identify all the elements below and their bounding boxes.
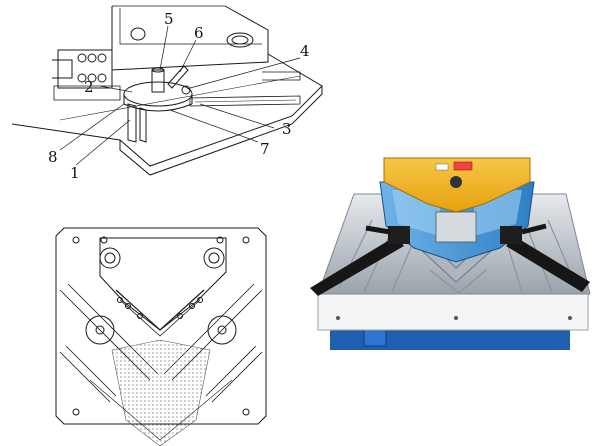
callout-3: 3 bbox=[282, 120, 292, 138]
leader-3 bbox=[199, 103, 275, 129]
callout-5: 5 bbox=[164, 10, 174, 28]
clamp-handle-left bbox=[310, 225, 410, 296]
leader-1 bbox=[75, 119, 131, 166]
leader-2 bbox=[99, 85, 133, 93]
head-body bbox=[99, 237, 227, 331]
table-outline bbox=[55, 227, 267, 425]
leader-4 bbox=[189, 57, 301, 89]
upper-frame bbox=[111, 5, 269, 71]
lifting-eye bbox=[130, 27, 146, 41]
callout-labels: 1 2 3 4 5 6 7 8 bbox=[48, 10, 310, 182]
roller-right bbox=[203, 247, 225, 269]
isometric-drawing bbox=[11, 5, 323, 176]
plan-view-drawing bbox=[55, 227, 267, 446]
clamp-handle-right bbox=[500, 223, 590, 292]
callout-7: 7 bbox=[260, 140, 270, 158]
workpiece-hatch bbox=[111, 339, 211, 446]
callout-8: 8 bbox=[48, 148, 58, 166]
callout-6: 6 bbox=[194, 24, 204, 42]
callout-2: 2 bbox=[84, 78, 94, 96]
leader-6 bbox=[179, 39, 197, 73]
callout-1: 1 bbox=[70, 164, 80, 182]
callout-4: 4 bbox=[300, 42, 310, 60]
leader-5 bbox=[159, 25, 169, 71]
central-disk bbox=[123, 81, 193, 107]
roller-left bbox=[99, 247, 121, 269]
leader-7 bbox=[169, 109, 259, 143]
leader-8 bbox=[59, 103, 125, 151]
machine-photo bbox=[310, 157, 591, 350]
base-plate bbox=[11, 53, 323, 167]
